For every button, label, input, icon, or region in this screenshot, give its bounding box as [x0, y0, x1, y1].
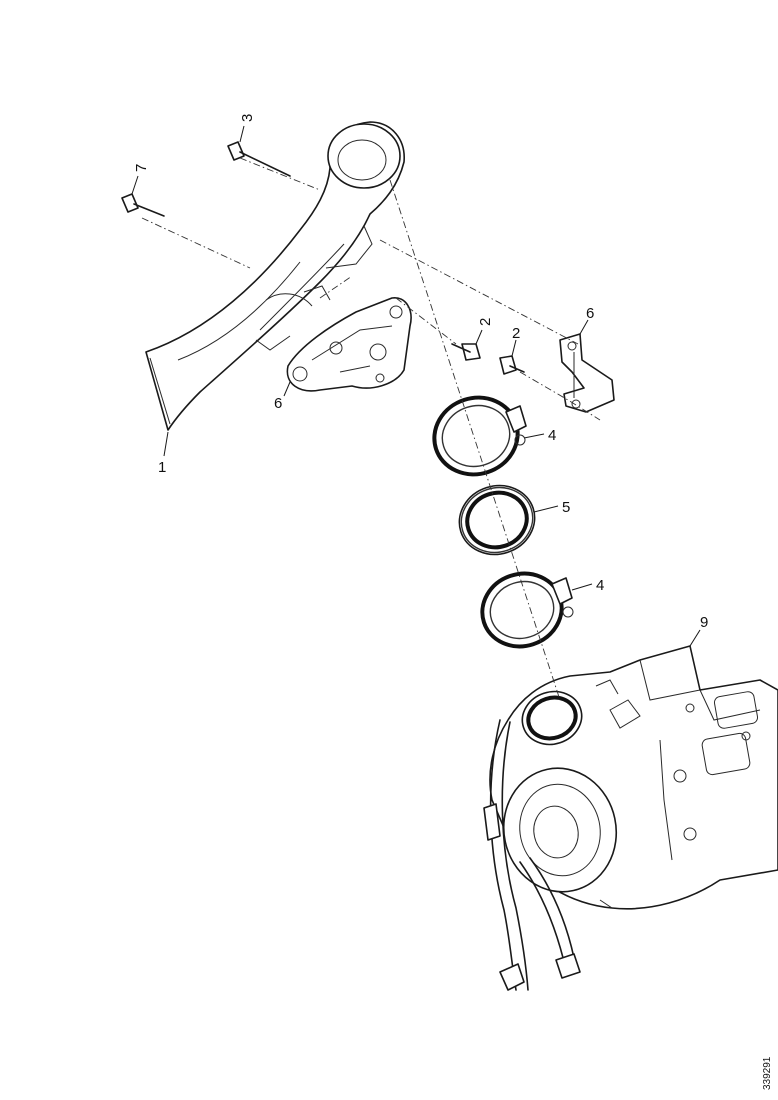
- callout-2-left: 2: [475, 318, 494, 345]
- exhaust-pipe-part: [145, 121, 405, 431]
- seal-ring-part: [458, 484, 536, 556]
- svg-text:1: 1: [158, 459, 166, 476]
- bolt-upper-part: [227, 141, 291, 177]
- assembly-leader-lines: [141, 157, 601, 701]
- bolt-mid-part: [451, 343, 481, 361]
- svg-text:7: 7: [133, 164, 150, 172]
- callout-4-lower: 4: [571, 577, 604, 594]
- callout-6-left: 6: [274, 381, 291, 412]
- callout-9: 9: [689, 614, 708, 647]
- v-band-clamp-upper-part: [432, 395, 527, 477]
- bolt-right-part: [499, 355, 525, 375]
- callout-5: 5: [533, 499, 570, 516]
- exhaust-bracket-part: [286, 297, 412, 392]
- reference-code: 339291: [762, 1056, 773, 1090]
- svg-text:5: 5: [562, 499, 570, 516]
- callout-2-right: 2: [511, 325, 520, 357]
- svg-text:6: 6: [586, 305, 594, 322]
- svg-text:2: 2: [512, 325, 520, 342]
- callout-7: 7: [131, 164, 150, 195]
- callout-3: 3: [239, 114, 256, 143]
- callout-6-right: 6: [579, 305, 594, 335]
- support-bracket-part: [559, 333, 615, 413]
- callout-4-upper: 4: [523, 427, 556, 444]
- callout-1: 1: [158, 431, 169, 476]
- svg-text:9: 9: [700, 614, 708, 631]
- turbocharger-part: [483, 645, 778, 991]
- svg-text:3: 3: [239, 114, 256, 122]
- svg-text:4: 4: [596, 577, 604, 594]
- svg-text:4: 4: [548, 427, 556, 444]
- svg-text:2: 2: [477, 318, 494, 326]
- svg-text:6: 6: [274, 395, 282, 412]
- v-band-clamp-lower-part: [480, 571, 574, 649]
- bolt-long-part: [121, 193, 165, 217]
